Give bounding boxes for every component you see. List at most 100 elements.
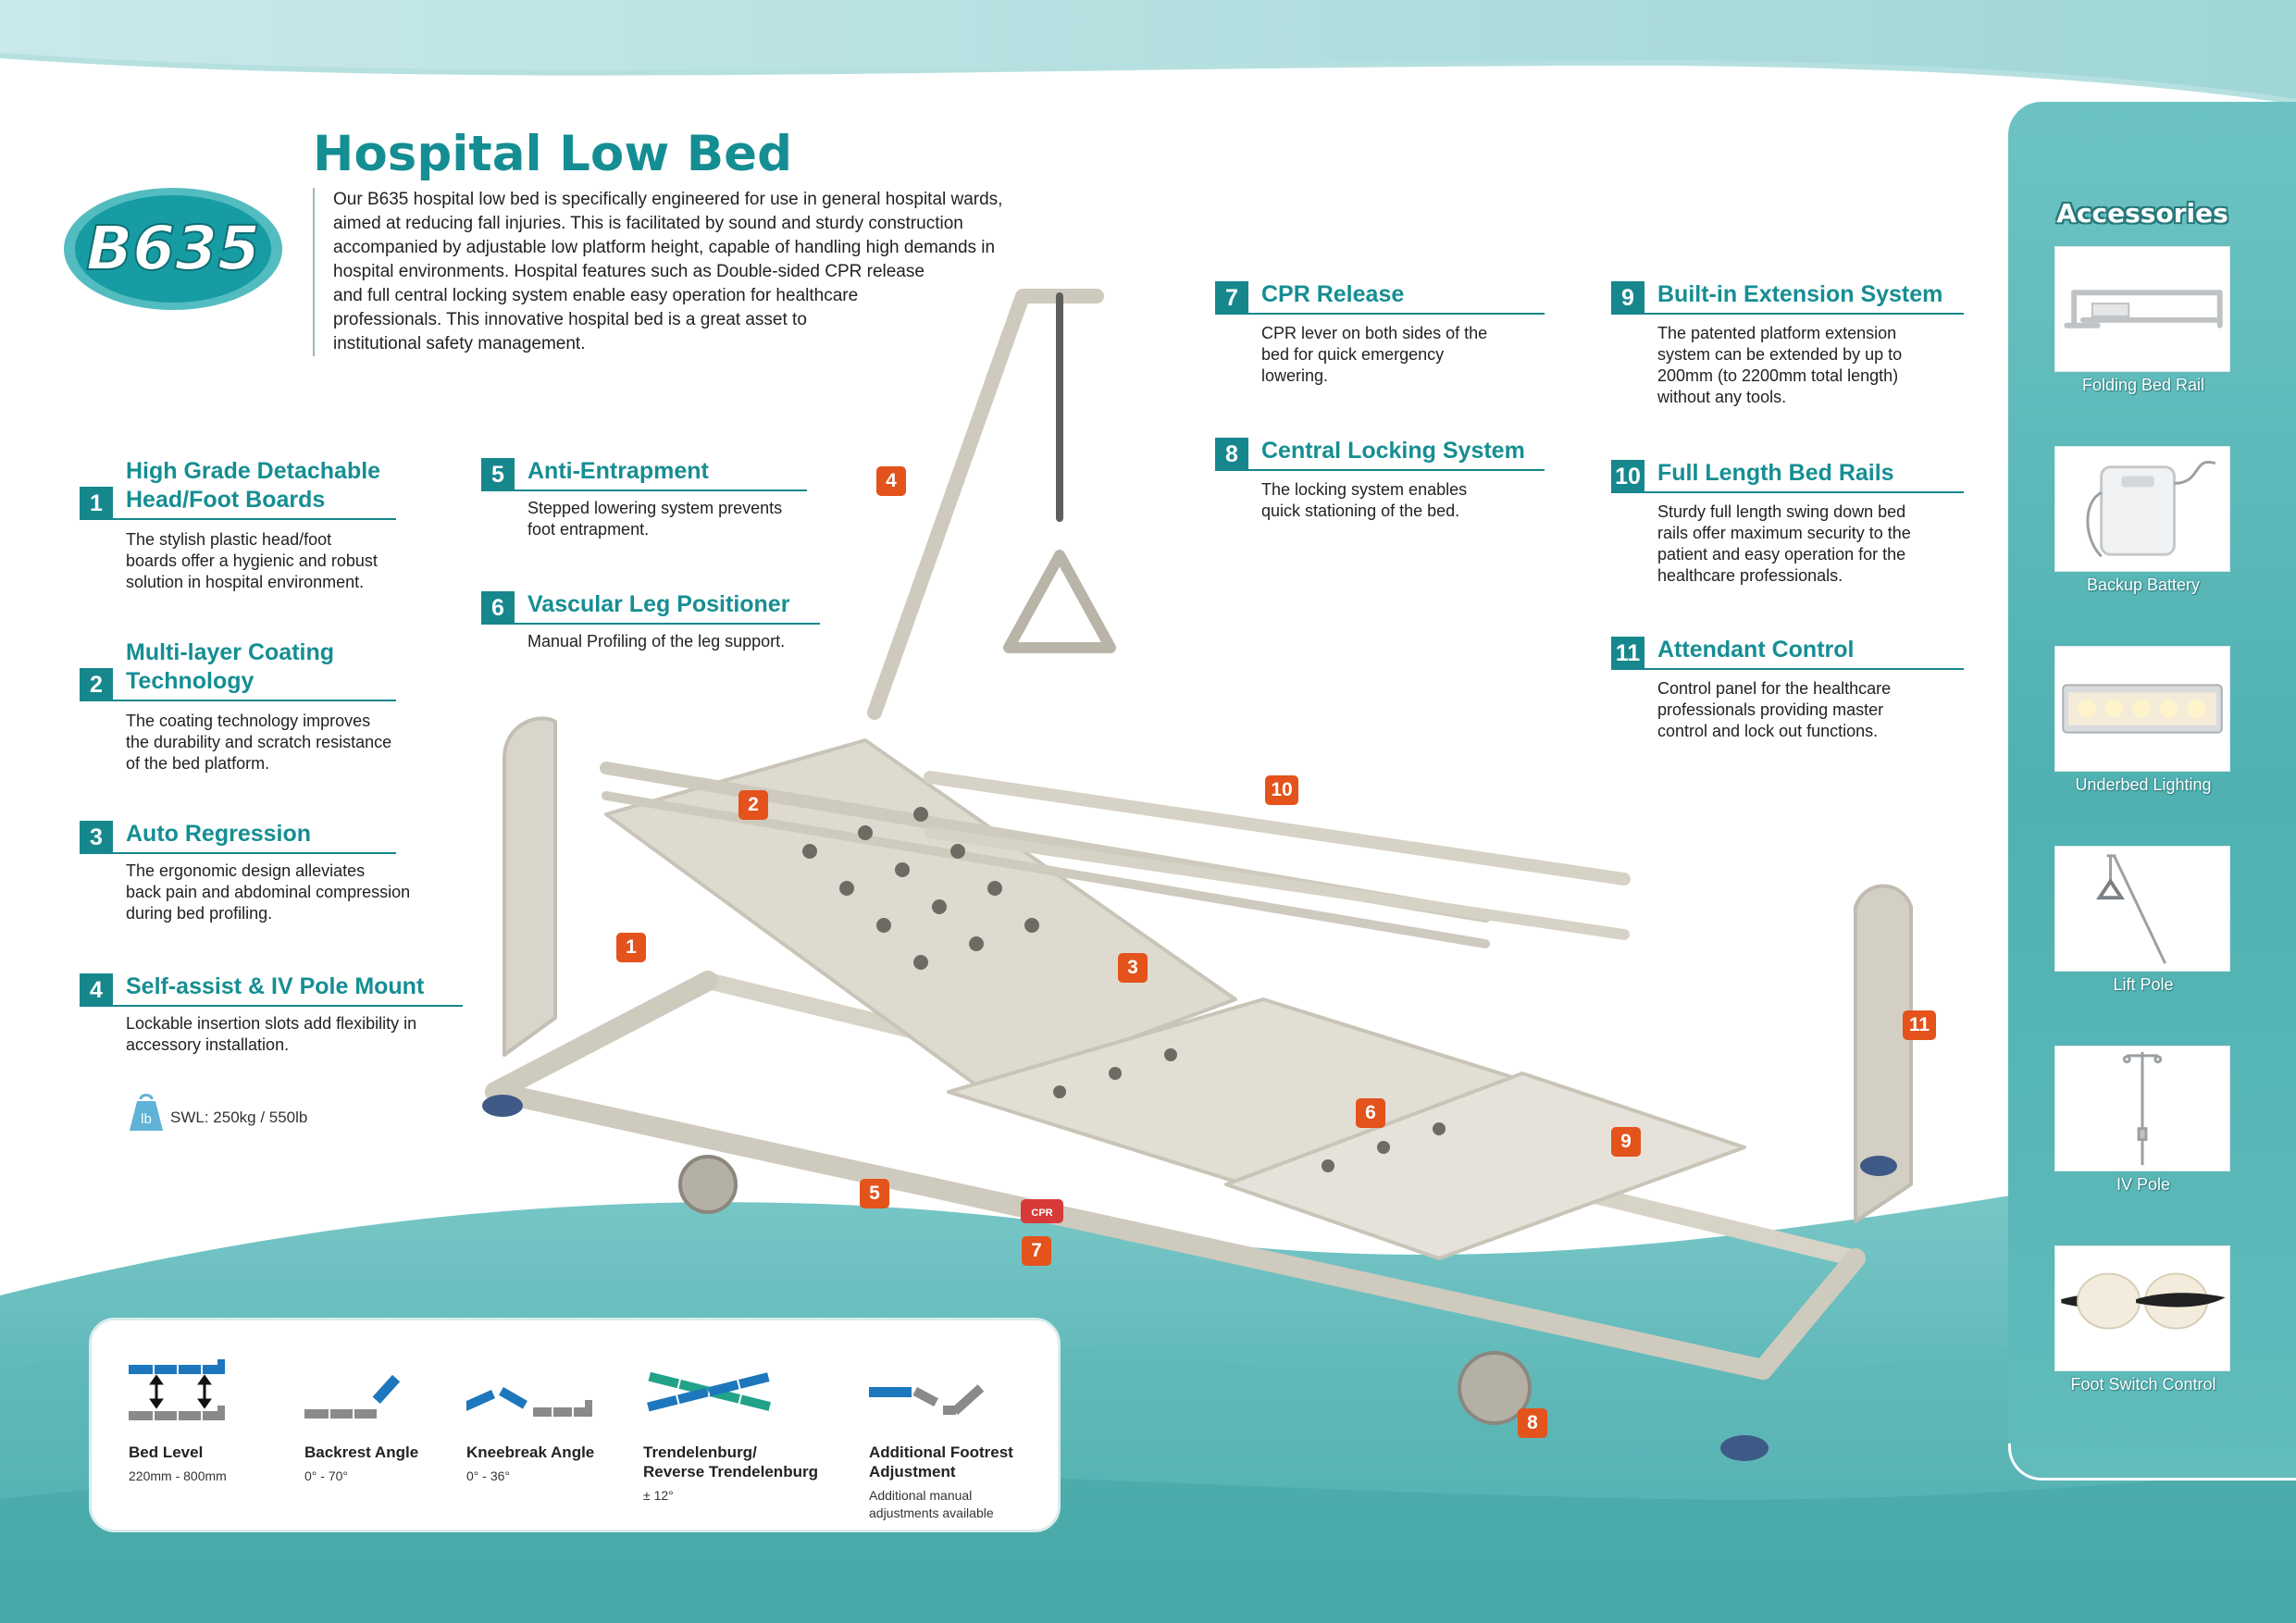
- feature-divider: [113, 518, 396, 520]
- safe-working-load: lb SWL: 250kg / 550lb: [128, 1092, 307, 1133]
- position-kneebreak-angle: Kneebreak Angle 0° - 36°: [466, 1359, 605, 1485]
- feature-number: 2: [80, 668, 113, 701]
- intro-line: hospital environments. Hospital features…: [333, 262, 925, 281]
- accessory-label: Folding Bed Rail: [2081, 376, 2205, 394]
- position-trendelenburg: Trendelenburg/Reverse Trendelenburg ± 12…: [643, 1359, 818, 1505]
- feature-number: 1: [80, 487, 113, 520]
- feature-divider: [1644, 313, 1964, 315]
- feature-number: 6: [481, 591, 515, 625]
- feature-title: Built-in Extension System: [1657, 281, 1943, 307]
- accessory-foot-switch-control[interactable]: Foot Switch Control: [2054, 1245, 2232, 1394]
- accessory-lift-pole[interactable]: Lift Pole: [2054, 846, 2232, 995]
- feature-5: 5 Anti-Entrapment Stepped lowering syste…: [481, 457, 814, 550]
- feature-title: CPR Release: [1261, 281, 1405, 307]
- feature-10: 10 Full Length Bed Rails Sturdy full len…: [1611, 459, 1981, 598]
- intro-line: institutional safety management.: [333, 334, 586, 353]
- accessory-label: Backup Battery: [2086, 576, 2201, 594]
- position-label: Trendelenburg/Reverse Trendelenburg: [643, 1443, 818, 1481]
- position-label: Backrest Angle: [304, 1443, 419, 1461]
- accessory-backup-battery[interactable]: Backup Battery: [2054, 446, 2232, 595]
- feature-divider: [515, 489, 807, 491]
- feature-7: 7 CPR Release CPR lever on both sides of…: [1215, 280, 1558, 391]
- feature-title: Anti-Entrapment: [527, 458, 709, 484]
- kneebreak-angle-icon: [466, 1386, 592, 1417]
- feature-divider: [1248, 469, 1545, 471]
- bed-marker-5: 5: [860, 1179, 889, 1208]
- feature-divider: [113, 852, 396, 854]
- position-backrest-angle: Backrest Angle 0° - 70°: [304, 1359, 418, 1485]
- accessory-folding-bed-rail[interactable]: Folding Bed Rail: [2054, 246, 2232, 395]
- bed-marker-9: 9: [1611, 1127, 1641, 1157]
- feature-divider: [1644, 491, 1964, 493]
- bed-marker-2: 2: [738, 790, 768, 820]
- accessory-iv-pole[interactable]: IV Pole: [2054, 1046, 2232, 1195]
- bed-marker-3: 3: [1118, 953, 1148, 983]
- position-range: ± 12°: [643, 1488, 674, 1503]
- feature-title: Self-assist & IV Pole Mount: [126, 973, 425, 999]
- feature-8: 8 Central Locking System The locking sys…: [1215, 437, 1558, 529]
- bed-marker-6: 6: [1356, 1098, 1385, 1128]
- folding-bed-rail-icon: [2054, 246, 2230, 372]
- intro-line: aimed at reducing fall injuries. This is…: [333, 214, 963, 233]
- feature-number: 4: [80, 973, 113, 1007]
- underbed-lighting-icon: [2054, 646, 2230, 772]
- feature-divider: [113, 1005, 463, 1007]
- model-badge-text: B635: [86, 213, 260, 284]
- weight-icon: lb: [130, 1094, 163, 1131]
- feature-description: Manual Profiling of the leg support.: [527, 632, 786, 650]
- model-badge-logo: B635: [60, 184, 286, 314]
- accessory-label: Lift Pole: [2113, 975, 2174, 994]
- swl-text: SWL: 250kg / 550lb: [170, 1109, 308, 1126]
- feature-6: 6 Vascular Leg Positioner Manual Profili…: [481, 590, 833, 664]
- bed-marker-10: 10: [1265, 775, 1298, 805]
- feature-9: 9 Built-in Extension System The patented…: [1611, 280, 1981, 419]
- bed-marker-7: 7: [1022, 1236, 1051, 1266]
- feature-number: 11: [1611, 637, 1644, 670]
- footrest-adjustment-icon: [869, 1384, 985, 1415]
- intro-line: accompanied by adjustable low platform h…: [333, 238, 996, 257]
- feature-number: 8: [1215, 438, 1248, 471]
- bed-marker-1: 1: [616, 933, 646, 962]
- feature-number: 9: [1611, 281, 1644, 315]
- feature-title: Full Length Bed Rails: [1657, 460, 1894, 486]
- position-range: 0° - 36°: [466, 1468, 510, 1483]
- weight-icon-text: lb: [141, 1111, 152, 1127]
- page-title: Hospital Low Bed: [313, 126, 793, 182]
- bed-level-icon: [129, 1359, 225, 1420]
- feature-number: 10: [1611, 460, 1644, 493]
- accessory-underbed-lighting[interactable]: Underbed Lighting: [2054, 646, 2232, 795]
- feature-divider: [1248, 313, 1545, 315]
- iv-pole-icon: [2054, 1046, 2230, 1171]
- position-range: 220mm - 800mm: [129, 1468, 227, 1483]
- cpr-tag: CPR: [1031, 1208, 1052, 1219]
- trendelenburg-icon: [647, 1371, 771, 1412]
- accessories-title: Accessories: [2056, 198, 2228, 229]
- accessories-panel-border: [2008, 1443, 2296, 1481]
- bed-illustration: CPR: [482, 289, 1913, 1461]
- intro-line: Our B635 hospital low bed is specificall…: [333, 190, 1003, 209]
- feature-divider: [515, 623, 820, 625]
- intro-paragraph: Our B635 hospital low bed is specificall…: [313, 188, 1101, 356]
- feature-description: Lockable insertion slots add flexibility…: [126, 1014, 417, 1054]
- lift-pole-icon: [2054, 846, 2230, 972]
- foot-switch-icon: [2054, 1245, 2230, 1371]
- feature-number: 5: [481, 458, 515, 491]
- feature-3: 3 Auto Regression The ergonomic design a…: [80, 820, 413, 931]
- top-wave-background: [0, 0, 2296, 111]
- bed-positions-card: Bed Level 220mm - 800mm Backrest Angle 0…: [89, 1318, 1061, 1532]
- intro-line: professionals. This innovative hospital …: [333, 310, 807, 329]
- accessory-label: Foot Switch Control: [2070, 1375, 2216, 1394]
- position-label: Bed Level: [129, 1443, 204, 1461]
